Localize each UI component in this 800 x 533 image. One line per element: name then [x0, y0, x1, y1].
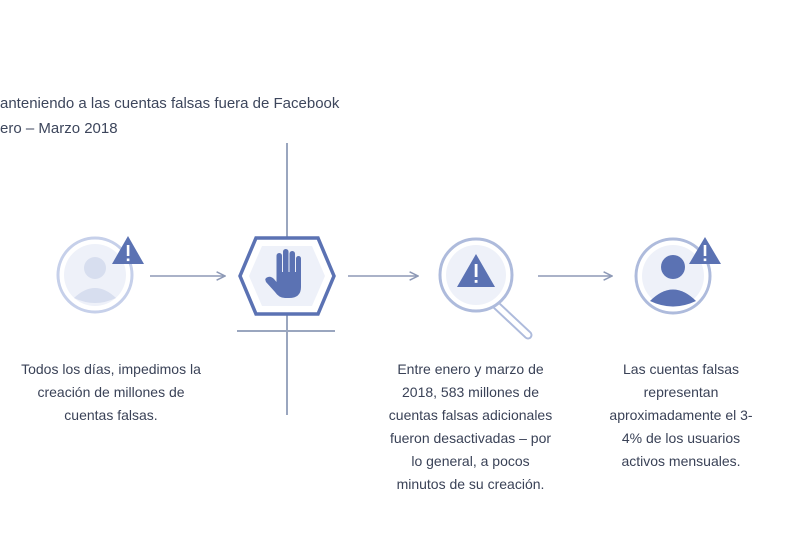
stop-hand-icon	[238, 236, 336, 316]
step-4-caption: Las cuentas falsas representan aproximad…	[592, 358, 770, 473]
caption-line: Todos los días, impedimos la	[21, 361, 201, 377]
caption-line: cuentas falsas adicionales	[388, 407, 553, 423]
caption-line: aproximadamente el 3-	[609, 407, 753, 423]
step-3-caption: Entre enero y marzo de 2018, 583 millone…	[368, 358, 573, 496]
caption-line: fueron desactivadas – por	[389, 430, 552, 446]
warning-icon	[112, 236, 144, 264]
caption-line: activos mensuales.	[621, 453, 741, 469]
caption-line: 2018, 583 millones de	[402, 384, 539, 400]
diagram-title: anteniendo a las cuentas falsas fuera de…	[0, 91, 339, 141]
caption-line: minutos de su creación.	[396, 476, 545, 492]
title-line-1: anteniendo a las cuentas falsas fuera de…	[0, 95, 340, 112]
warning-icon	[689, 237, 721, 264]
user-icon	[634, 237, 712, 315]
caption-line: 4% de los usuarios	[621, 430, 741, 446]
caption-line: cuentas falsas.	[64, 407, 158, 423]
horizontal-divider-left	[237, 330, 335, 332]
magnifier-warning-icon	[438, 237, 533, 340]
step-1-caption: Todos los días, impedimos la creación de…	[0, 358, 222, 427]
caption-line: lo general, a pocos	[411, 453, 530, 469]
caption-line: Entre enero y marzo de	[397, 361, 544, 377]
user-icon-faded	[56, 236, 134, 314]
title-line-2: ero – Marzo 2018	[0, 120, 118, 137]
caption-line: representan	[643, 384, 719, 400]
caption-line: Las cuentas falsas	[623, 361, 739, 377]
caption-line: creación de millones de	[37, 384, 185, 400]
